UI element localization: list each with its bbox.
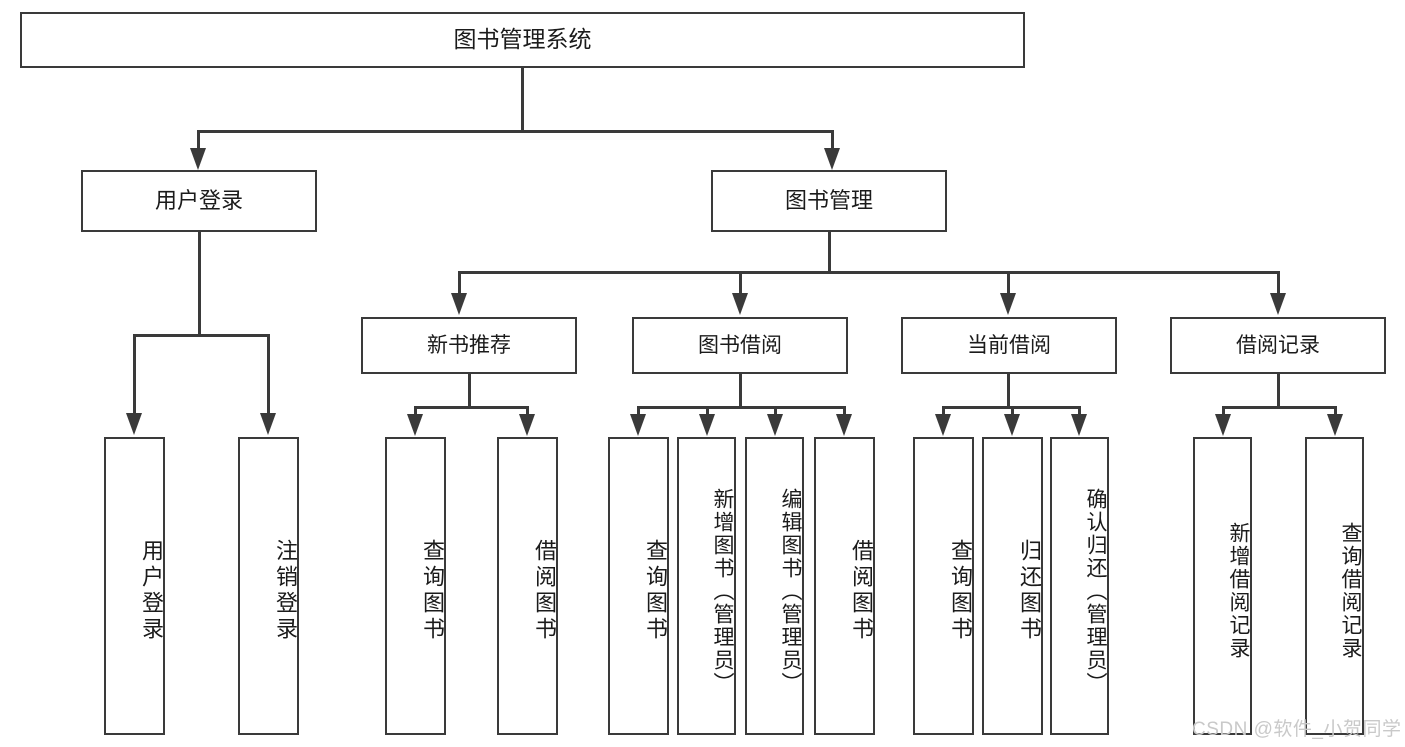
leaf-user-login[interactable]: 用户登录 [104,437,165,735]
connector-userlogin-drop-2 [267,334,270,416]
watermark-text: CSDN @软件_小贺同学 [1192,719,1402,740]
connector-bookmgmt-drop-2 [739,271,742,295]
node-label: 借阅记录 [1236,333,1320,357]
connector-root-drop-right [831,130,834,152]
leaf-return-book[interactable]: 归还图书 [982,437,1043,735]
connector-borrowrecord-drop-2 [1334,406,1337,418]
arrowhead-bookborrow-leaf-4 [836,414,852,436]
connector-bookmgmt-stem [828,232,831,274]
node-label: 查询借阅记录 [1339,522,1362,660]
node-label: 用户登录 [154,187,243,213]
node-label: 新增借阅记录 [1227,522,1250,660]
node-label: 图书管理 [784,187,873,213]
arrowhead-currentborrow-leaf-3 [1071,414,1087,436]
leaf-borrow-book[interactable]: 借阅图书 [814,437,875,735]
arrowhead-borrowrecord-leaf-2 [1327,414,1343,436]
node-label: 借阅图书 [849,539,874,643]
node-label: 新书推荐 [427,333,511,357]
leaf-query-book-recommend[interactable]: 查询图书 [385,437,446,735]
leaf-add-book-admin[interactable]: 新增图书（管理员） [677,437,736,735]
arrowhead-to-new-book [451,293,467,315]
arrowhead-newbook-leaf-2 [519,414,535,436]
leaf-borrow-book-recommend[interactable]: 借阅图书 [497,437,558,735]
connector-currentborrow-drop-3 [1078,406,1081,418]
connector-userlogin-drop-1 [133,334,136,416]
arrowhead-newbook-leaf-1 [407,414,423,436]
arrowhead-to-book-borrow [732,293,748,315]
arrowhead-bookborrow-leaf-3 [767,414,783,436]
connector-userlogin-stem [198,232,201,336]
node-label: 查询图书 [420,539,445,643]
node-label: 查询图书 [948,539,973,643]
connector-currentborrow-drop-1 [942,406,945,418]
node-label: 查询图书 [643,539,668,643]
leaf-confirm-return-admin[interactable]: 确认归还（管理员） [1050,437,1109,735]
node-label: 用户登录 [139,539,164,643]
node-label: 图书借阅 [698,333,782,357]
connector-currentborrow-drop-2 [1011,406,1014,418]
connector-userlogin-bus [133,334,270,337]
node-borrow-record[interactable]: 借阅记录 [1170,317,1386,374]
arrowhead-currentborrow-leaf-2 [1004,414,1020,436]
connector-root-bus [197,130,834,133]
node-new-book-recommend[interactable]: 新书推荐 [361,317,577,374]
leaf-query-borrow-record[interactable]: 查询借阅记录 [1305,437,1364,735]
connector-borrowrecord-drop-1 [1222,406,1225,418]
connector-newbook-stem [468,374,471,408]
arrowhead-currentborrow-leaf-1 [935,414,951,436]
connector-bookborrow-drop-1 [637,406,640,418]
arrowhead-userlogin-leaf-1 [126,413,142,435]
connector-bookmgmt-drop-1 [458,271,461,295]
arrowhead-to-borrow-record [1270,293,1286,315]
arrowhead-borrowrecord-leaf-1 [1215,414,1231,436]
connector-bookborrow-drop-4 [843,406,846,418]
connector-borrowrecord-bus [1222,406,1337,409]
connector-root-stem [521,68,524,132]
node-label: 借阅图书 [532,539,557,643]
connector-borrowrecord-stem [1277,374,1280,408]
node-user-login[interactable]: 用户登录 [81,170,317,232]
arrowhead-userlogin-leaf-2 [260,413,276,435]
connector-bookmgmt-bus [458,271,1280,274]
arrowhead-to-user-login [190,148,206,170]
node-label: 新增图书（管理员） [711,487,734,695]
arrowhead-bookborrow-leaf-2 [699,414,715,436]
leaf-add-borrow-record[interactable]: 新增借阅记录 [1193,437,1252,735]
connector-bookborrow-bus [637,406,846,409]
leaf-edit-book-admin[interactable]: 编辑图书（管理员） [745,437,804,735]
connector-newbook-bus [414,406,529,409]
node-book-management[interactable]: 图书管理 [711,170,947,232]
node-root-system[interactable]: 图书管理系统 [20,12,1025,68]
node-label: 当前借阅 [967,333,1051,357]
connector-bookborrow-stem [739,374,742,408]
connector-bookborrow-drop-2 [706,406,709,418]
node-label: 图书管理系统 [453,26,592,53]
arrowhead-to-book-manage [824,148,840,170]
leaf-query-book-current[interactable]: 查询图书 [913,437,974,735]
connector-currentborrow-stem [1007,374,1010,408]
node-book-borrow[interactable]: 图书借阅 [632,317,848,374]
connector-newbook-drop-2 [526,406,529,418]
node-current-borrow[interactable]: 当前借阅 [901,317,1117,374]
connector-newbook-drop-1 [414,406,417,418]
arrowhead-to-current-borrow [1000,293,1016,315]
node-label: 注销登录 [273,539,298,643]
connector-bookborrow-drop-3 [774,406,777,418]
leaf-query-book-borrow[interactable]: 查询图书 [608,437,669,735]
arrowhead-bookborrow-leaf-1 [630,414,646,436]
leaf-logout[interactable]: 注销登录 [238,437,299,735]
node-label: 确认归还（管理员） [1084,487,1107,695]
connector-bookmgmt-drop-4 [1277,271,1280,295]
node-label: 归还图书 [1017,539,1042,643]
connector-root-drop-left [197,130,200,152]
connector-bookmgmt-drop-3 [1007,271,1010,295]
node-label: 编辑图书（管理员） [779,487,802,695]
